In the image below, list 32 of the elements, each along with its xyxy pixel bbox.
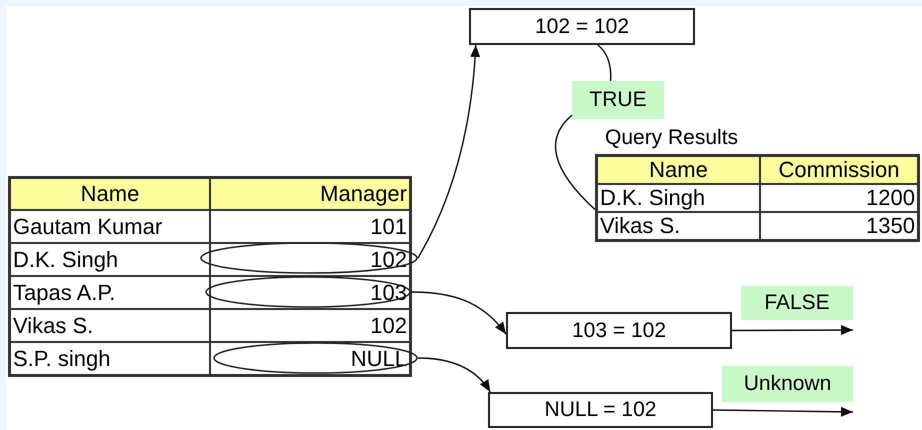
arrow: [417, 44, 480, 258]
highlight-ellipse: [200, 242, 418, 274]
table-cell: Vikas S.: [597, 212, 760, 240]
arrow: [713, 406, 853, 417]
result-label: TRUE: [572, 81, 664, 119]
edge-label: FALSE: [741, 286, 853, 320]
header-cell: Name: [10, 178, 210, 210]
header-cell: Commission: [760, 156, 918, 184]
table-cell: D.K. Singh: [597, 184, 760, 212]
table-cell: S.P. singh: [10, 342, 210, 375]
arrow: [732, 325, 853, 336]
edge-label: Unknown: [722, 366, 853, 402]
condition-box: 102 = 102: [469, 8, 695, 45]
table-cell: Vikas S.: [10, 309, 210, 342]
arrow: [410, 291, 507, 335]
table-cell: 1200: [760, 184, 918, 212]
header-cell: Name: [597, 156, 760, 184]
condition-box: NULL = 102: [488, 392, 713, 428]
table-cell: Tapas A.P.: [10, 276, 210, 309]
table-cell: Gautam Kumar: [10, 210, 210, 243]
arrow: [418, 357, 491, 392]
table-cell: 101: [210, 210, 410, 243]
table-cell: 102: [210, 243, 410, 276]
condition-box: 103 = 102: [506, 312, 732, 349]
table-cell: 102: [210, 309, 410, 342]
table-cell: D.K. Singh: [10, 243, 210, 276]
connector-line: [597, 44, 612, 82]
connector-line: [554, 114, 596, 210]
table-cell: 1350: [760, 212, 918, 240]
table-cell: NULL: [210, 342, 410, 375]
table-title: Query Results: [605, 126, 738, 150]
header-cell: Manager: [210, 178, 410, 210]
